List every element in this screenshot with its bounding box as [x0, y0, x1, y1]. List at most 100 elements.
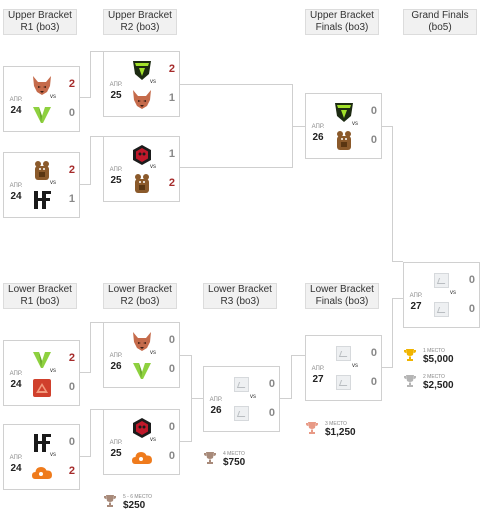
- match-month: АПР.: [409, 293, 423, 299]
- team-slot[interactable]: 2: [30, 460, 78, 484]
- match-day: 25: [110, 175, 122, 186]
- match-day: 24: [10, 379, 22, 390]
- team-slot[interactable]: 2: [30, 159, 78, 183]
- match-card[interactable]: АПР. 24 2 vs 1: [3, 152, 80, 218]
- header-line2: R2 (bo3): [120, 296, 160, 307]
- match-card[interactable]: АПР. 27 0 vs 0: [305, 335, 382, 401]
- team-slot[interactable]: 0: [230, 373, 278, 397]
- match-day: 26: [210, 405, 222, 416]
- match-date: АПР. 25: [106, 439, 126, 459]
- team-score: 0: [168, 421, 175, 433]
- prize-place: 4 МЕСТО: [223, 451, 245, 457]
- green-v-logo: [33, 107, 51, 123]
- connector-line: [191, 398, 203, 399]
- match-card[interactable]: АПР. 26 0 vs 0: [305, 93, 382, 159]
- team-slot[interactable]: 1: [30, 188, 78, 212]
- match-card[interactable]: АПР. 26 0 vs 0: [103, 322, 180, 388]
- red-fox-logo: [33, 76, 51, 95]
- team-slot[interactable]: 0: [230, 402, 278, 426]
- placeholder-logo: [430, 269, 454, 293]
- prize-place: 5 - 6 МЕСТО: [123, 494, 153, 500]
- match-card[interactable]: АПР. 25 2 vs 1: [103, 51, 180, 117]
- team-slot[interactable]: 2: [30, 347, 78, 371]
- match-card[interactable]: АПР. 24 2 vs 0: [3, 340, 80, 406]
- header-line2: (bo5): [428, 22, 452, 33]
- team-slot[interactable]: 2: [130, 58, 178, 82]
- placeholder-logo: [332, 371, 356, 395]
- header-line2: R1 (bo3): [20, 296, 60, 307]
- green-shield-logo: [133, 61, 151, 80]
- vs-label: vs: [352, 121, 358, 127]
- match-day: 27: [410, 301, 422, 312]
- connector-line: [291, 355, 292, 399]
- team-slot[interactable]: 0: [130, 416, 178, 440]
- connector-line: [180, 441, 192, 442]
- header-line2: Finals (bo3): [315, 296, 369, 307]
- team-score: 2: [168, 177, 175, 189]
- placeholder-logo: [332, 342, 356, 366]
- match-month: АПР.: [9, 455, 23, 461]
- connector-line: [90, 409, 103, 410]
- orange-cloud-logo: [132, 452, 152, 464]
- connector-line: [291, 355, 305, 356]
- match-day: 26: [312, 132, 324, 143]
- team-score: 0: [68, 107, 75, 119]
- match-card[interactable]: АПР. 25 1 vs 2: [103, 136, 180, 202]
- prize-amount: $2,500: [423, 380, 454, 391]
- black-hf-logo: [34, 191, 51, 209]
- team-slot[interactable]: 0: [30, 376, 78, 400]
- team-slot[interactable]: 0: [332, 129, 380, 153]
- image-placeholder-icon: [234, 377, 249, 392]
- image-placeholder-icon: [336, 375, 351, 390]
- team-slot[interactable]: 0: [332, 371, 380, 395]
- team-slot[interactable]: 0: [332, 100, 380, 124]
- connector-line: [392, 298, 403, 299]
- connector-line: [90, 322, 91, 373]
- team-slot[interactable]: 0: [430, 269, 478, 293]
- placeholder-logo: [430, 298, 454, 322]
- vs-label: vs: [150, 164, 156, 170]
- prize-amount: $250: [123, 500, 146, 511]
- brown-bear-logo: [35, 161, 49, 180]
- vs-label: vs: [250, 394, 256, 400]
- team-score: 0: [370, 347, 377, 359]
- black-red-skull-logo: [133, 145, 151, 165]
- green-v-logo: [133, 363, 151, 379]
- image-placeholder-icon: [234, 406, 249, 421]
- match-day: 24: [10, 463, 22, 474]
- connector-line: [90, 409, 91, 457]
- team-slot[interactable]: 0: [130, 329, 178, 353]
- team-slot[interactable]: 1: [130, 143, 178, 167]
- team-slot[interactable]: 0: [430, 298, 478, 322]
- header-lower-finals: Lower Bracket Finals (bo3): [305, 283, 379, 309]
- match-card[interactable]: АПР. 24 2 vs 0: [3, 66, 80, 132]
- image-placeholder-icon: [434, 273, 449, 288]
- team-slot[interactable]: 0: [130, 358, 178, 382]
- match-month: АПР.: [209, 397, 223, 403]
- connector-line: [90, 51, 91, 98]
- connector-line: [90, 51, 103, 52]
- prize-place: 1 МЕСТО: [423, 348, 445, 354]
- connector-line: [381, 126, 393, 127]
- match-card[interactable]: АПР. 24 0 vs 2: [3, 424, 80, 490]
- team-slot[interactable]: 0: [30, 431, 78, 455]
- team-slot[interactable]: 0: [30, 102, 78, 126]
- connector-line: [180, 355, 192, 356]
- team-slot[interactable]: 0: [130, 445, 178, 469]
- team-slot[interactable]: 1: [130, 87, 178, 111]
- match-card[interactable]: АПР. 26 0 vs 0: [203, 366, 280, 432]
- team-score: 0: [68, 381, 75, 393]
- match-card[interactable]: АПР. 25 0 vs 0: [103, 409, 180, 475]
- team-slot[interactable]: 0: [332, 342, 380, 366]
- match-card[interactable]: АПР. 27 0 vs 0: [403, 262, 480, 328]
- connector-line: [392, 298, 393, 368]
- header-line1: Upper Bracket: [108, 10, 172, 21]
- placeholder-logo: [230, 402, 254, 426]
- vs-label: vs: [450, 290, 456, 296]
- match-month: АПР.: [109, 353, 123, 359]
- team-slot[interactable]: 2: [130, 172, 178, 196]
- connector-line: [392, 126, 393, 262]
- header-line1: Grand Finals: [411, 10, 469, 21]
- team-slot[interactable]: 2: [30, 73, 78, 97]
- connector-line: [381, 367, 393, 368]
